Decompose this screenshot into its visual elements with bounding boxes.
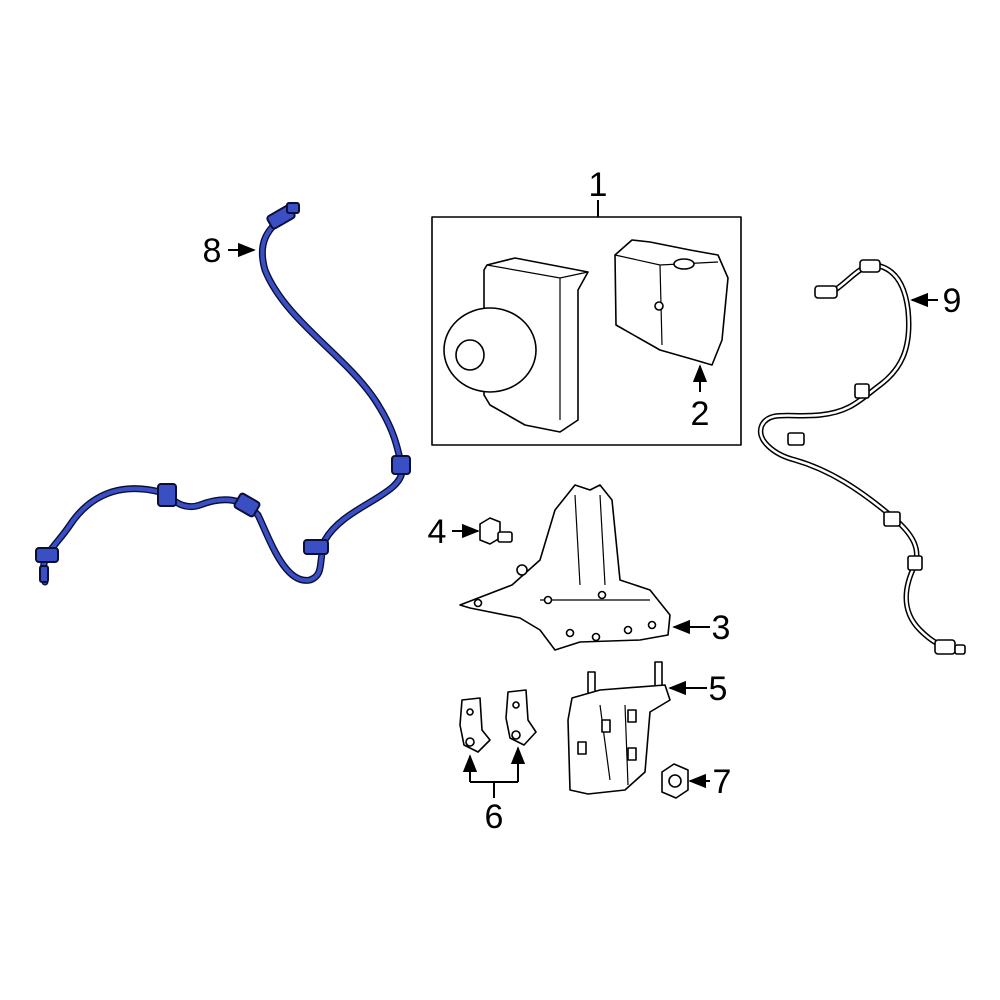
callout-3: 3 <box>712 609 731 647</box>
bracket-hole-3 <box>543 595 553 605</box>
part-5-stud-bracket[interactable] <box>567 661 671 795</box>
module-mount-hole <box>654 301 664 311</box>
part-9-connector <box>814 285 838 299</box>
part-8-connector-tip <box>286 202 300 214</box>
abs-motor-port <box>455 339 485 371</box>
part-3-mounting-bracket[interactable] <box>459 484 671 651</box>
part-8-clip-1 <box>391 455 411 475</box>
part-8-sensor-head <box>35 547 59 563</box>
part-9-sensor-tip <box>954 644 966 655</box>
part-2-control-module[interactable] <box>614 239 729 366</box>
part-9-clip-4 <box>907 555 923 571</box>
part-4-bolt[interactable] <box>479 517 513 545</box>
module-connector-port <box>673 258 695 270</box>
callout-8: 8 <box>203 232 222 270</box>
callout-7: 7 <box>713 763 732 801</box>
part-8-grommet <box>233 492 261 518</box>
callout-1: 1 <box>589 166 608 204</box>
bracket-hole-2 <box>516 564 528 576</box>
part-8-clip-2 <box>303 539 329 555</box>
callout-5: 5 <box>709 670 728 708</box>
bracket-hole-1 <box>473 598 483 608</box>
abs-pump-motor <box>443 307 537 393</box>
bracket-hole-8 <box>647 620 657 630</box>
callout-6: 6 <box>485 798 504 836</box>
part-7-nut[interactable] <box>661 763 689 799</box>
bracket-hole-7 <box>623 625 633 635</box>
part-1-abs-assembly[interactable] <box>431 216 742 446</box>
bracket-hole-4 <box>597 590 607 600</box>
part-9-rear-sensor-harness[interactable] <box>757 259 966 655</box>
part-8-wire-fill <box>41 207 405 585</box>
part-9-clip-2 <box>787 432 805 446</box>
leader-6-bracket <box>469 750 519 798</box>
part-9-clip-1 <box>854 383 870 399</box>
part-8-clip-3 <box>157 483 177 507</box>
bracket-hole-5 <box>565 628 575 638</box>
part-8-front-sensor-harness[interactable] <box>35 202 411 586</box>
callout-labels: 1 2 3 4 5 6 7 8 9 <box>203 166 962 836</box>
callout-leaders <box>228 200 938 798</box>
bracket-hole-6 <box>591 632 601 642</box>
callout-9: 9 <box>943 282 962 320</box>
callout-2: 2 <box>691 395 710 433</box>
part-9-clip-3 <box>883 511 901 527</box>
part-8-sensor-tip <box>39 565 49 583</box>
part-6-clips[interactable] <box>459 689 537 753</box>
part-9-clip-top <box>859 259 881 273</box>
part-9-sensor-head <box>934 639 956 655</box>
callout-4: 4 <box>428 513 447 551</box>
